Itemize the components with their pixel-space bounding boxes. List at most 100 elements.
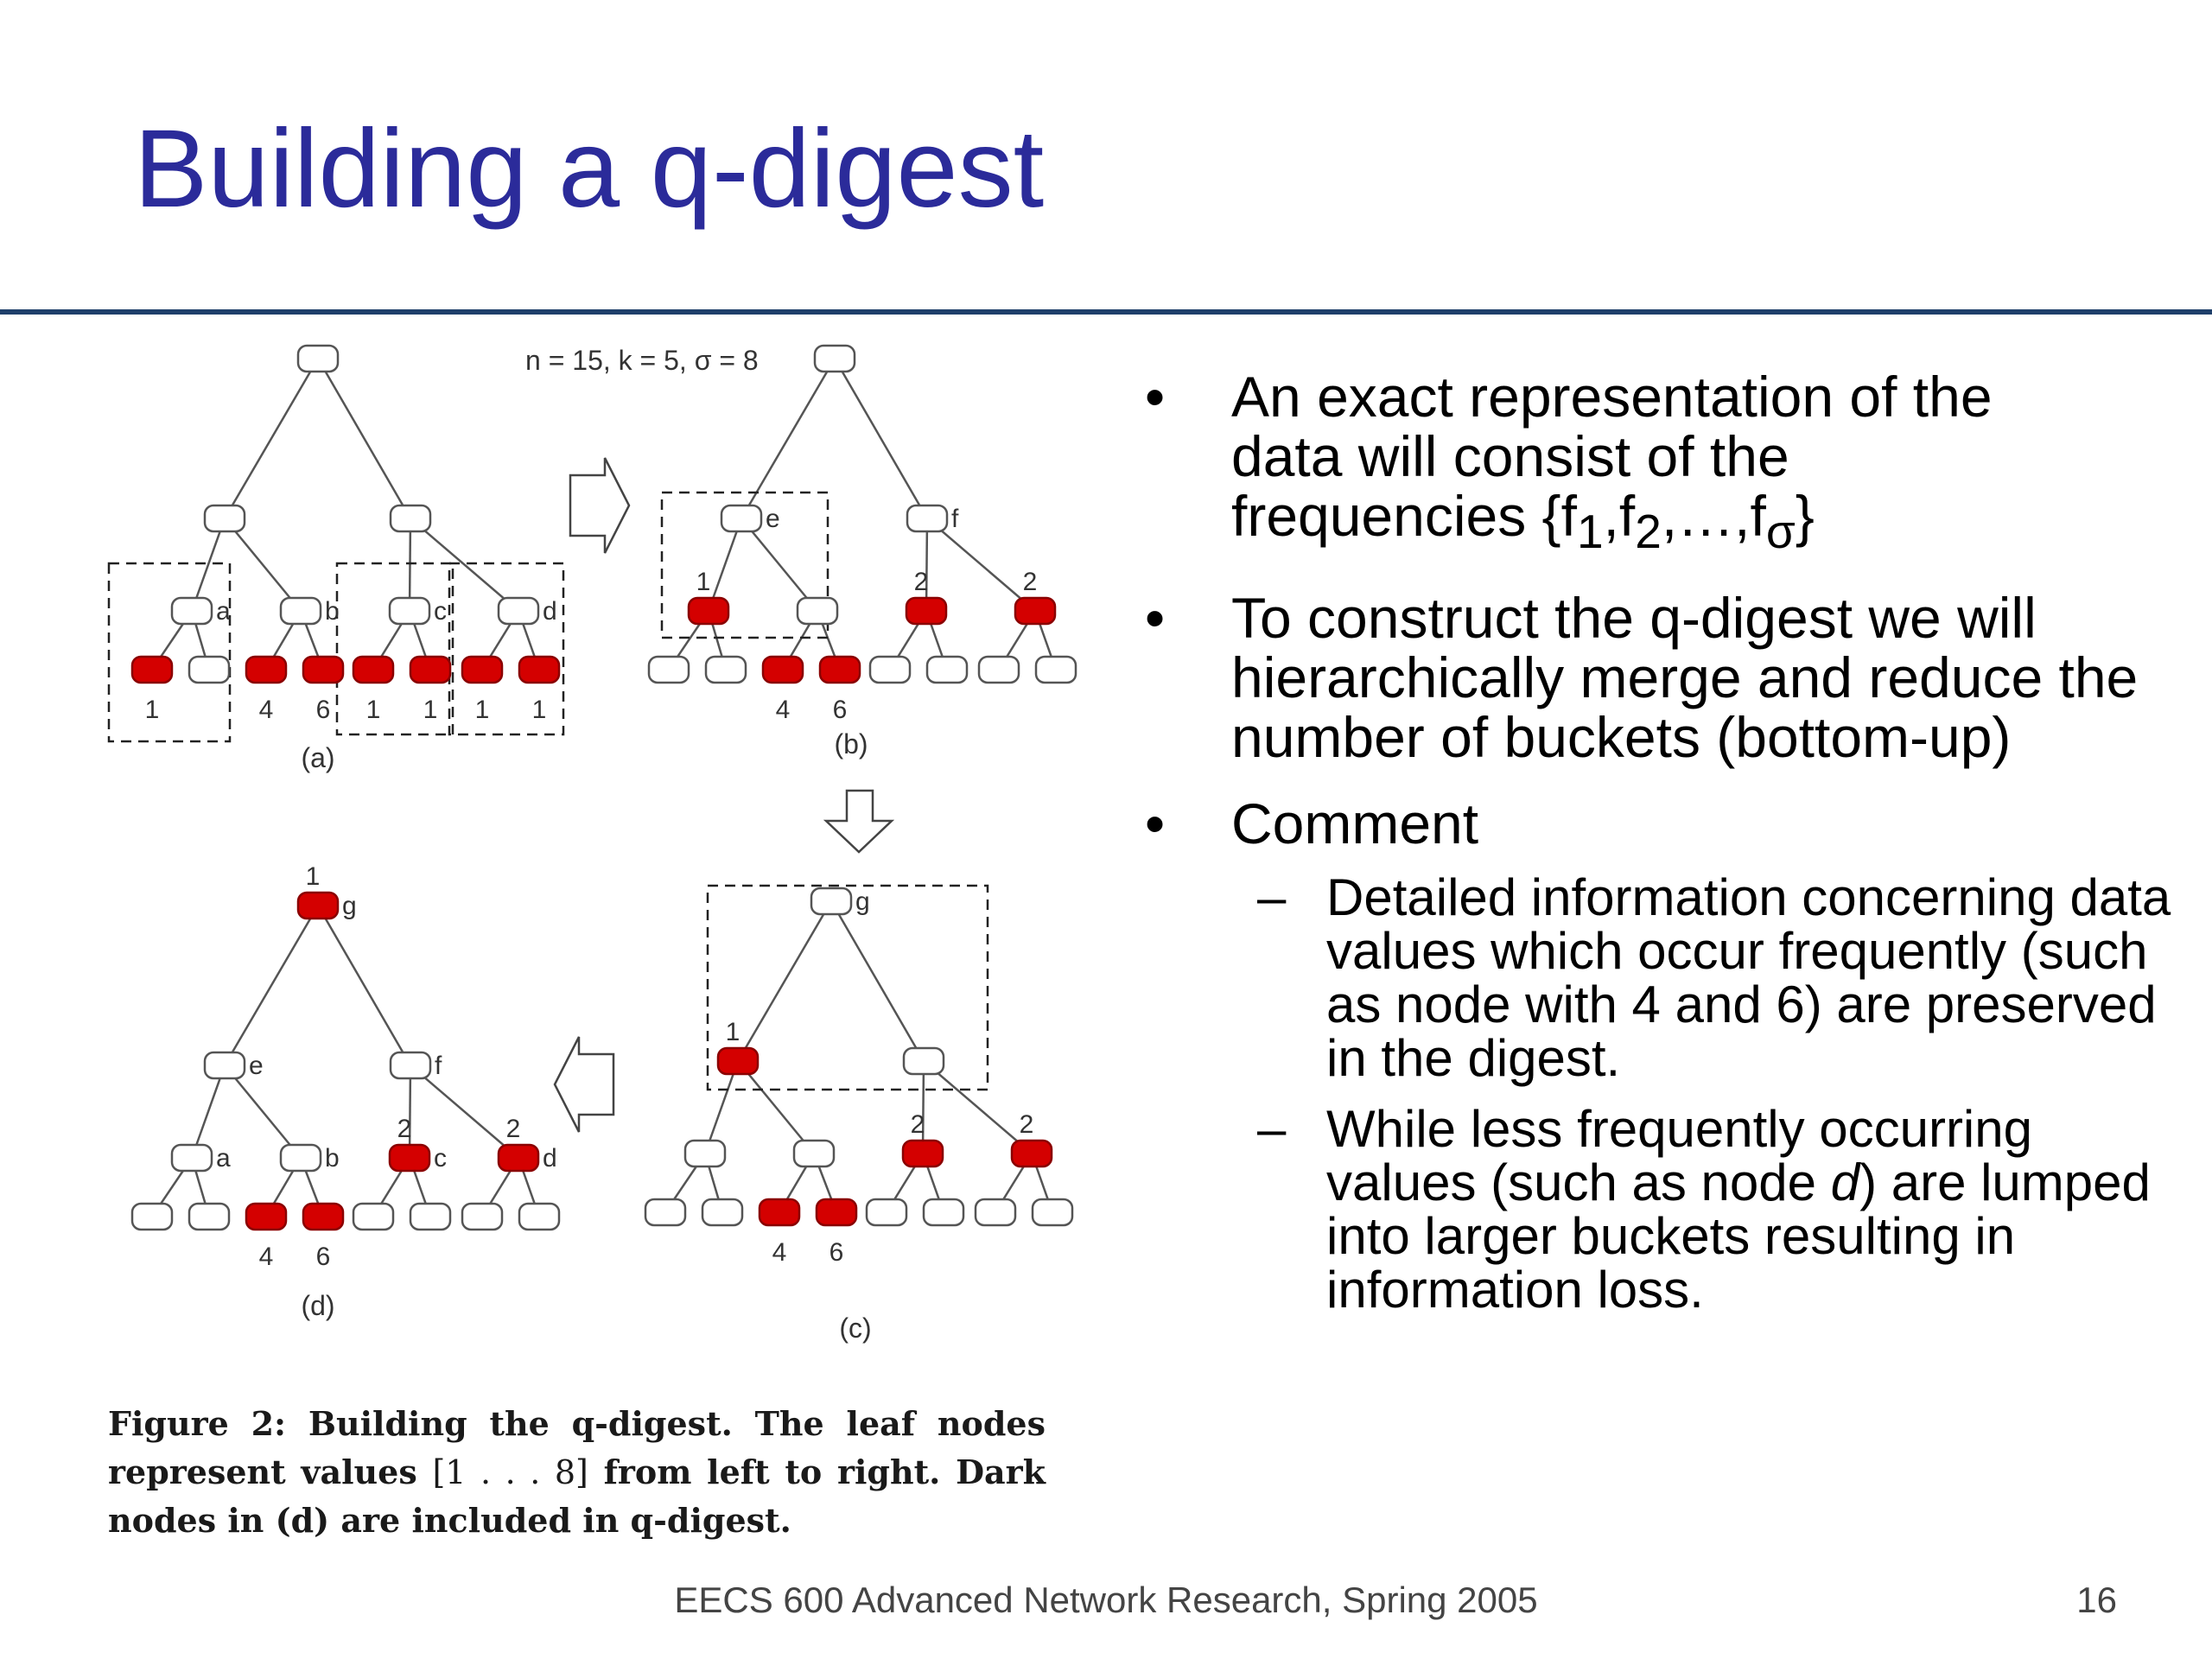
panel-d-node-leaf7 bbox=[518, 1202, 561, 1231]
panel-a-edge bbox=[224, 518, 302, 612]
panel-d-node-label: c bbox=[434, 1144, 447, 1173]
panel-d-node-l1b bbox=[389, 1051, 432, 1080]
panel-a-edge bbox=[190, 518, 226, 612]
panel-b-node-l1a bbox=[720, 504, 763, 533]
panel-a-leaf-count: 4 bbox=[259, 696, 274, 724]
panel-c-count-label: 1 bbox=[726, 1018, 741, 1046]
panel-d-node-leaf5 bbox=[409, 1202, 452, 1231]
footer-text: EECS 600 Advanced Network Research, Spri… bbox=[674, 1580, 1538, 1620]
params-label: n = 15, k = 5, σ = 8 bbox=[525, 345, 759, 376]
panel-d-node-leaf3 bbox=[302, 1202, 345, 1231]
bullet-1-line-1: An exact representation of the bbox=[1231, 365, 1993, 429]
panel-d-node-l2d bbox=[497, 1143, 540, 1173]
sub-bullet-2-text: While less frequently occurring values (… bbox=[1326, 1100, 2151, 1319]
panel-c-node-leaf2 bbox=[758, 1198, 801, 1227]
panel-a-leaf-count: 1 bbox=[366, 696, 381, 724]
caption-bracket: [1 . . . 8] bbox=[432, 1453, 588, 1491]
panel-c-leaf-count: 6 bbox=[830, 1238, 844, 1267]
panel-b-node-l2b bbox=[796, 596, 839, 626]
panel-a-node-leaf2 bbox=[245, 655, 288, 684]
panel-b-edge bbox=[926, 518, 1036, 612]
bullet-list: • An exact representation of the data wi… bbox=[1145, 367, 2182, 1334]
panel-c-node-l2c bbox=[901, 1139, 944, 1168]
dash-icon: – bbox=[1257, 868, 1287, 927]
figure-caption: Figure 2: Building the q-digest. The lea… bbox=[108, 1400, 1046, 1545]
panel-b-edge bbox=[741, 518, 818, 612]
panel-c-node-leaf7 bbox=[1031, 1198, 1074, 1227]
slide-title: Building a q-digest bbox=[134, 107, 1045, 231]
dash-icon: – bbox=[1257, 1100, 1287, 1159]
panel-a-node-l2b bbox=[279, 596, 322, 626]
panel-c-edge bbox=[737, 1060, 815, 1154]
panel-d-count-label: 2 bbox=[506, 1115, 521, 1143]
bullet-2-text: To construct the q-digest we will hierar… bbox=[1231, 586, 2139, 770]
panel-d-node-l2a bbox=[170, 1143, 213, 1173]
panel-c-node-l1b bbox=[902, 1046, 945, 1076]
panel-a-edge bbox=[316, 358, 412, 519]
panel-d-node-leaf2 bbox=[245, 1202, 288, 1231]
panel-c-node-leaf3 bbox=[815, 1198, 858, 1227]
panel-c-edge bbox=[703, 1060, 740, 1154]
panel-b-edge bbox=[925, 518, 929, 612]
panel-b-node-leaf2 bbox=[761, 655, 804, 684]
panel-d-count-label: 2 bbox=[397, 1115, 412, 1143]
panel-c-node-l2d bbox=[1010, 1139, 1053, 1168]
panel-c-count-label: 2 bbox=[911, 1110, 925, 1139]
panel-d-node-root bbox=[296, 891, 340, 920]
bullet-1-line-3: frequencies {f1,f2,…,fσ} bbox=[1231, 484, 1815, 559]
panel-b-node-leaf4 bbox=[868, 655, 912, 684]
panel-c-node-leaf1 bbox=[701, 1198, 744, 1227]
panel-a-box-c bbox=[335, 562, 454, 736]
panel-a-node-leaf0 bbox=[130, 655, 174, 684]
panel-d-node-label: d bbox=[543, 1144, 557, 1173]
panel-a-node-leaf3 bbox=[302, 655, 345, 684]
page-number: 16 bbox=[2076, 1580, 2117, 1620]
panel-b-node-leaf7 bbox=[1034, 655, 1077, 684]
panel-a-node-l1a bbox=[203, 504, 246, 533]
panel-a-leaf-count: 1 bbox=[475, 696, 490, 724]
sub-bullet-1: – Detailed information concerning data v… bbox=[1145, 871, 2182, 1085]
panel-c-node-l2a bbox=[683, 1139, 727, 1168]
panel-c-node-leaf6 bbox=[974, 1198, 1017, 1227]
bullet-1-line-2: data will consist of the bbox=[1231, 424, 1789, 488]
panel-c-label: (c) bbox=[839, 1313, 871, 1344]
panel-d-leaf-count: 6 bbox=[316, 1243, 331, 1271]
panel-a-node-label: a bbox=[216, 597, 231, 626]
panel-d-leaf-count: 4 bbox=[259, 1243, 274, 1271]
panel-a-node-l2c bbox=[388, 596, 431, 626]
panel-b-count-label: 2 bbox=[1023, 568, 1038, 596]
panel-b-node-leaf0 bbox=[647, 655, 690, 684]
panel-a-leaf-count: 1 bbox=[423, 696, 438, 724]
panel-d-edge bbox=[190, 1065, 226, 1159]
bullet-dot-icon: • bbox=[1145, 365, 1166, 429]
panel-c-edge bbox=[923, 1060, 1033, 1154]
panel-b-leaf-count: 6 bbox=[833, 696, 848, 724]
panel-a-label: (a) bbox=[301, 742, 334, 773]
panel-b-leaf-count: 4 bbox=[776, 696, 791, 724]
panel-b-node-label: e bbox=[766, 505, 780, 533]
panel-d-node-leaf4 bbox=[352, 1202, 395, 1231]
panel-c-edge bbox=[921, 1060, 925, 1154]
panel-a-node-leaf6 bbox=[461, 655, 504, 684]
bullet-item-3: • Comment bbox=[1145, 794, 2182, 854]
panel-d-node-label: b bbox=[325, 1144, 340, 1173]
panel-c-edge bbox=[830, 900, 925, 1062]
bullet-dot-icon: • bbox=[1145, 791, 1166, 856]
panel-b-node-l1b bbox=[906, 504, 949, 533]
caption-part1: Figure 2: Building the q-digest. The lea… bbox=[108, 1404, 1046, 1491]
panel-d-edge bbox=[224, 1065, 302, 1159]
panel-a-node-leaf4 bbox=[352, 655, 395, 684]
panel-d-count-label: 1 bbox=[306, 862, 321, 891]
panel-d-node-l1a bbox=[203, 1051, 246, 1080]
panel-b-node-leaf5 bbox=[925, 655, 969, 684]
panel-d-node-leaf6 bbox=[461, 1202, 504, 1231]
panel-c-box-g bbox=[706, 884, 989, 1091]
panel-d-node-l2b bbox=[279, 1143, 322, 1173]
panel-b-node-leaf1 bbox=[704, 655, 747, 684]
panel-d-node-leaf0 bbox=[130, 1202, 174, 1231]
sub-bullet-2: – While less frequently occurring values… bbox=[1145, 1103, 2182, 1317]
panel-d-edge bbox=[410, 1065, 519, 1159]
panel-b-node-l2d bbox=[1014, 596, 1057, 626]
bullet-3-text: Comment bbox=[1231, 791, 1479, 856]
